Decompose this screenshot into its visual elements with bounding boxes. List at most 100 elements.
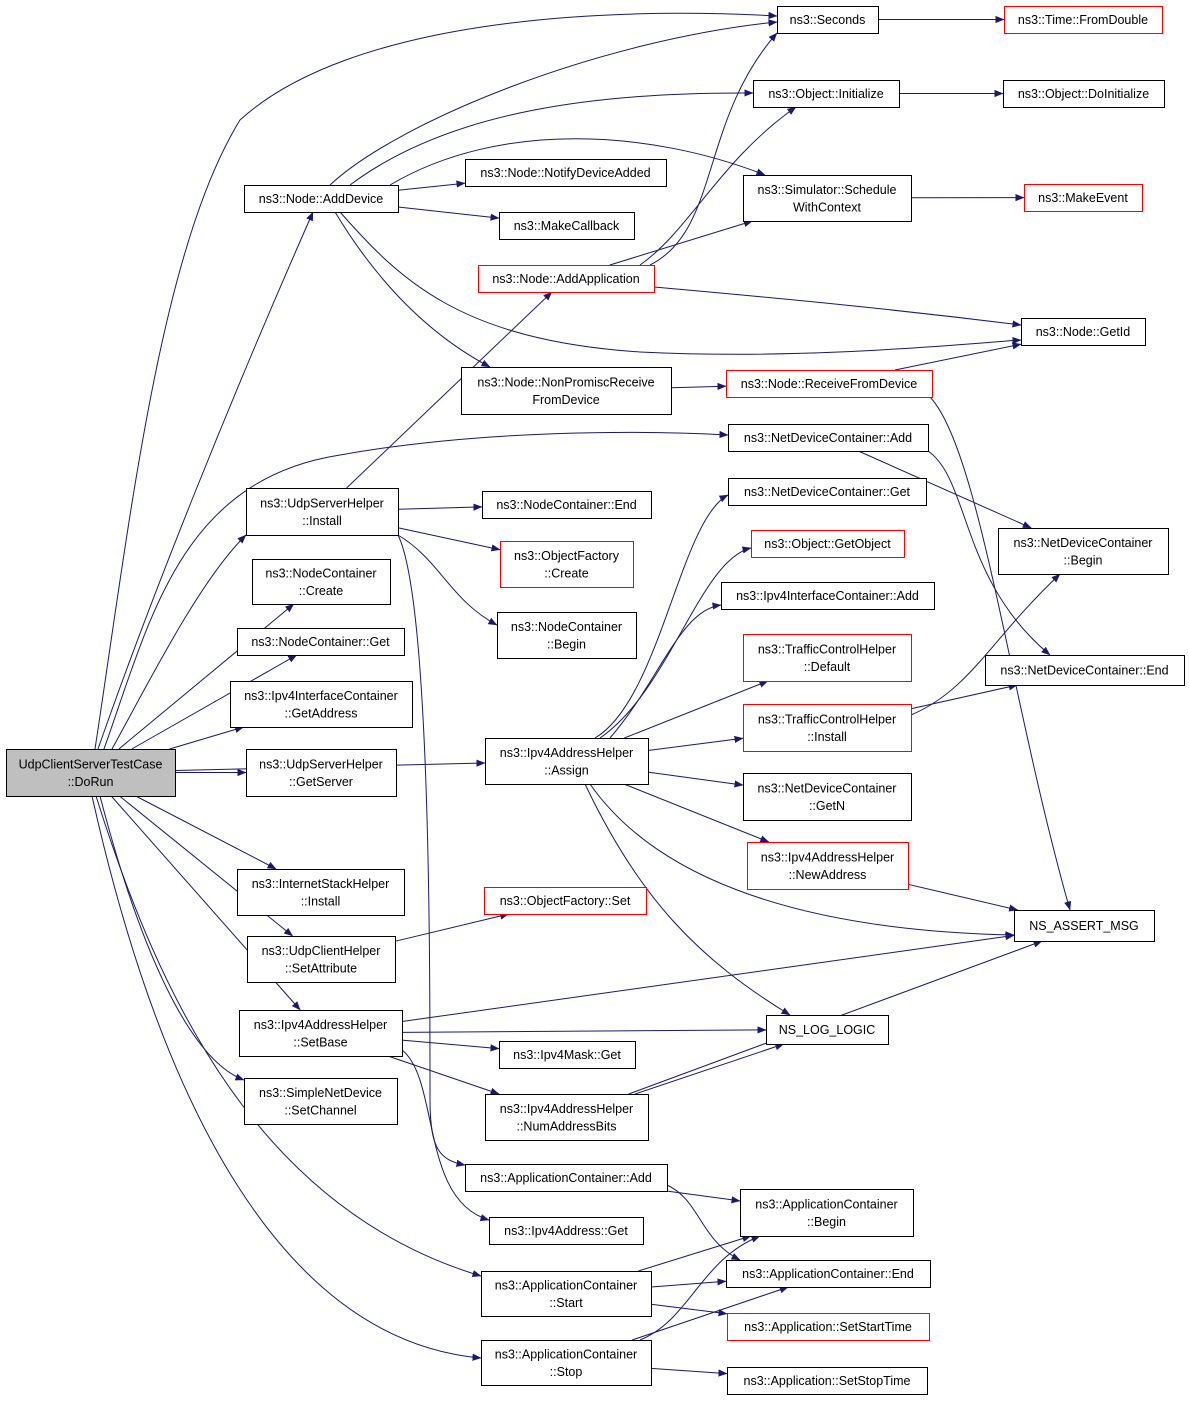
node-setbase[interactable]: ns3::Ipv4AddressHelper::SetBase (239, 1010, 403, 1057)
node-acstart[interactable]: ns3::ApplicationContainer::Start (481, 1271, 652, 1317)
node-setchannel[interactable]: ns3::SimpleNetDevice::SetChannel (244, 1078, 398, 1125)
node-label-ifcadd-0: ns3::Ipv4InterfaceContainer::Add (736, 589, 919, 603)
node-makecb[interactable]: ns3::MakeCallback (499, 212, 635, 240)
node-loglogic[interactable]: NS_LOG_LOGIC (766, 1015, 889, 1045)
node-ishinstall[interactable]: ns3::InternetStackHelper::Install (237, 869, 405, 916)
node-ifcgetaddr[interactable]: ns3::Ipv4InterfaceContainer::GetAddress (230, 681, 413, 728)
node-acstop[interactable]: ns3::ApplicationContainer::Stop (481, 1340, 652, 1386)
node-box-tcdefault (743, 634, 912, 682)
node-label-schedctx-0: ns3::Simulator::Schedule (758, 183, 897, 197)
node-label-getobject-0: ns3::Object::GetObject (764, 537, 891, 551)
node-box-acadd (465, 1164, 668, 1192)
node-maskget[interactable]: ns3::Ipv4Mask::Get (499, 1041, 636, 1069)
node-addrget[interactable]: ns3::Ipv4Address::Get (489, 1217, 644, 1245)
node-ifcadd[interactable]: ns3::Ipv4InterfaceContainer::Add (721, 582, 935, 610)
edge-acstop-to-setstop (650, 1367, 728, 1377)
node-label-doinit-0: ns3::Object::DoInitialize (1018, 87, 1149, 101)
node-label-getid-0: ns3::Node::GetId (1036, 325, 1131, 339)
node-label-setattr-1: ::SetAttribute (285, 961, 357, 975)
edge-recvfrom-to-assertmsg (929, 396, 1072, 911)
node-label-addapp-0: ns3::Node::AddApplication (492, 272, 639, 286)
node-box-acstart (481, 1271, 652, 1317)
node-ofset[interactable]: ns3::ObjectFactory::Set (484, 887, 647, 915)
node-getserver[interactable]: ns3::UdpServerHelper::GetServer (246, 749, 397, 797)
node-label-ndcgetn-0: ns3::NetDeviceContainer (758, 781, 897, 795)
node-label-acstop-1: ::Stop (550, 1365, 583, 1379)
node-ndcbegin[interactable]: ns3::NetDeviceContainer::Begin (998, 528, 1169, 575)
node-ndcgetn[interactable]: ns3::NetDeviceContainer::GetN (743, 773, 912, 821)
node-tcdefault[interactable]: ns3::TrafficControlHelper::Default (743, 634, 912, 682)
node-box-acend (726, 1260, 931, 1288)
node-label-acstart-1: ::Start (549, 1296, 583, 1310)
node-setstop[interactable]: ns3::Application::SetStopTime (727, 1367, 928, 1395)
edge-ndcadd-to-ndcbegin (858, 450, 1032, 529)
node-tcinstall[interactable]: ns3::TrafficControlHelper::Install (743, 704, 912, 752)
edge-setbase-to-maskget (401, 1039, 500, 1052)
node-box-setstop (727, 1367, 928, 1395)
node-udpsrvinstall[interactable]: ns3::UdpServerHelper::Install (246, 488, 399, 536)
node-ofcreate[interactable]: ns3::ObjectFactory::Create (500, 541, 634, 588)
node-box-root (6, 749, 176, 797)
node-label-assign-1: ::Assign (544, 763, 589, 777)
node-objinit[interactable]: ns3::Object::Initialize (753, 80, 900, 108)
edge-addapp-to-seconds (649, 32, 778, 266)
node-box-udpsrvinstall (246, 488, 399, 536)
node-setstart[interactable]: ns3::Application::SetStartTime (727, 1313, 930, 1341)
node-ncget[interactable]: ns3::NodeContainer::Get (237, 628, 405, 656)
node-makeevent[interactable]: ns3::MakeEvent (1024, 184, 1143, 212)
node-newaddr[interactable]: ns3::Ipv4AddressHelper::NewAddress (747, 842, 909, 890)
node-ncbegin[interactable]: ns3::NodeContainer::Begin (497, 612, 637, 659)
edge-acstart-to-acend (650, 1278, 727, 1288)
node-assertmsg[interactable]: NS_ASSERT_MSG (1014, 910, 1155, 942)
node-label-fromdouble-0: ns3::Time::FromDouble (1018, 13, 1148, 27)
node-setattr[interactable]: ns3::UdpClientHelper::SetAttribute (247, 936, 396, 983)
edge-adddevice-to-objinit (349, 89, 754, 186)
node-ndcget[interactable]: ns3::NetDeviceContainer::Get (728, 478, 927, 506)
node-label-ishinstall-1: ::Install (301, 894, 341, 908)
node-box-getobject (751, 530, 905, 558)
node-box-doinit (1003, 80, 1165, 108)
node-addapp[interactable]: ns3::Node::AddApplication (478, 265, 655, 293)
node-assign[interactable]: ns3::Ipv4AddressHelper::Assign (485, 738, 649, 785)
node-notifydev[interactable]: ns3::Node::NotifyDeviceAdded (465, 159, 667, 187)
node-ncend[interactable]: ns3::NodeContainer::End (482, 491, 652, 519)
node-label-ndcadd-0: ns3::NetDeviceContainer::Add (744, 431, 912, 445)
node-box-ncend (482, 491, 652, 519)
node-label-setchannel-1: ::SetChannel (284, 1103, 356, 1117)
node-adddevice[interactable]: ns3::Node::AddDevice (244, 185, 399, 213)
node-ndcadd[interactable]: ns3::NetDeviceContainer::Add (728, 424, 929, 452)
node-getid[interactable]: ns3::Node::GetId (1021, 318, 1146, 346)
node-getobject[interactable]: ns3::Object::GetObject (751, 530, 905, 558)
node-seconds[interactable]: ns3::Seconds (777, 6, 879, 34)
node-nccreate[interactable]: ns3::NodeContainer::Create (252, 559, 391, 605)
node-label-ndcend-0: ns3::NetDeviceContainer::End (1000, 664, 1168, 678)
node-acend[interactable]: ns3::ApplicationContainer::End (726, 1260, 931, 1288)
node-label-ncbegin-0: ns3::NodeContainer (511, 620, 622, 634)
node-label-nccreate-0: ns3::NodeContainer (265, 566, 376, 580)
node-label-acadd-0: ns3::ApplicationContainer::Add (480, 1171, 652, 1185)
node-ndcend[interactable]: ns3::NetDeviceContainer::End (985, 655, 1185, 686)
node-box-assertmsg (1014, 910, 1155, 942)
node-box-schedctx (743, 175, 912, 222)
node-numaddrbits[interactable]: ns3::Ipv4AddressHelper::NumAddressBits (485, 1094, 649, 1141)
node-label-ncend-0: ns3::NodeContainer::End (496, 498, 636, 512)
edge-assign-to-getobject (599, 546, 752, 739)
node-doinit[interactable]: ns3::Object::DoInitialize (1003, 80, 1165, 108)
node-label-numaddrbits-0: ns3::Ipv4AddressHelper (500, 1102, 633, 1116)
edge-recvfrom-to-getid (894, 342, 1022, 371)
node-acbegin[interactable]: ns3::ApplicationContainer::Begin (740, 1189, 914, 1237)
node-recvfrom[interactable]: ns3::Node::ReceiveFromDevice (726, 370, 933, 398)
node-box-ncbegin (497, 612, 637, 659)
node-label-setstart-0: ns3::Application::SetStartTime (744, 1320, 912, 1334)
node-label-ndcbegin-0: ns3::NetDeviceContainer (1014, 536, 1153, 550)
node-acadd[interactable]: ns3::ApplicationContainer::Add (465, 1164, 668, 1192)
node-label-setstop-0: ns3::Application::SetStopTime (744, 1374, 911, 1388)
edge-root-to-ishinstall (135, 795, 277, 870)
node-fromdouble[interactable]: ns3::Time::FromDouble (1004, 6, 1163, 34)
node-box-ifcgetaddr (230, 681, 413, 728)
node-box-ndcadd (728, 424, 929, 452)
edge-root-to-acstart (95, 795, 482, 1277)
